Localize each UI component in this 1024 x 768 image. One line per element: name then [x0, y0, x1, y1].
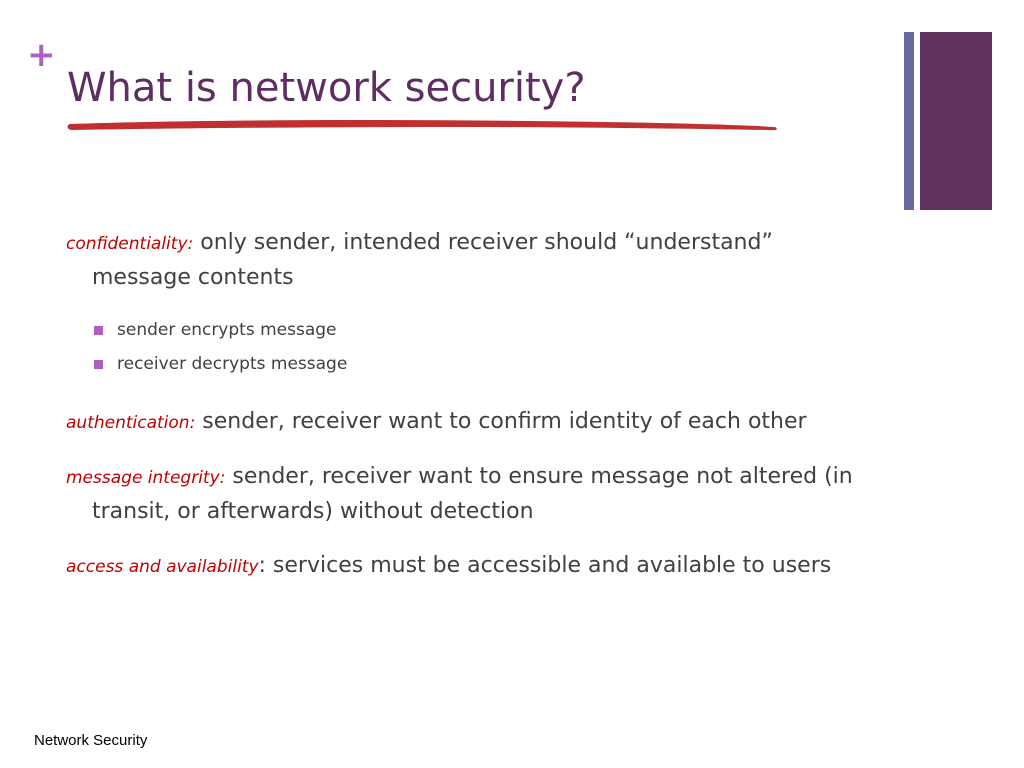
term-label: access and availability — [66, 557, 259, 577]
plus-icon: + — [27, 35, 56, 75]
list-item: sender encrypts message — [94, 313, 866, 347]
square-bullet-icon — [94, 325, 103, 335]
term-description: sender, receiver want to ensure message … — [92, 464, 853, 524]
term-description: sender, receiver want to confirm identit… — [195, 409, 807, 434]
point-confidentiality: confidentiality: only sender, intended r… — [66, 226, 866, 295]
decorative-bar-thick — [920, 32, 992, 210]
footer-label: Network Security — [34, 732, 148, 749]
term-label: message integrity: — [66, 468, 226, 488]
point-authentication: authentication: sender, receiver want to… — [66, 405, 866, 440]
list-item-text: sender encrypts message — [117, 320, 337, 340]
term-description: : services must be accessible and availa… — [258, 553, 832, 578]
point-access-availability: access and availability: services must b… — [66, 549, 866, 584]
content-area: confidentiality: only sender, intended r… — [66, 226, 866, 604]
term-description: only sender, intended receiver should “u… — [92, 230, 773, 290]
point-message-integrity: message integrity: sender, receiver want… — [66, 460, 866, 529]
square-bullet-icon — [94, 359, 103, 369]
sub-list: sender encrypts message receiver decrypt… — [66, 313, 866, 381]
slide-title: What is network security? — [67, 65, 586, 111]
decorative-bar-thin — [904, 32, 914, 210]
title-underline — [67, 120, 777, 131]
list-item-text: receiver decrypts message — [117, 354, 348, 374]
term-label: confidentiality: — [66, 234, 194, 254]
list-item: receiver decrypts message — [94, 347, 866, 381]
term-label: authentication: — [66, 413, 196, 433]
